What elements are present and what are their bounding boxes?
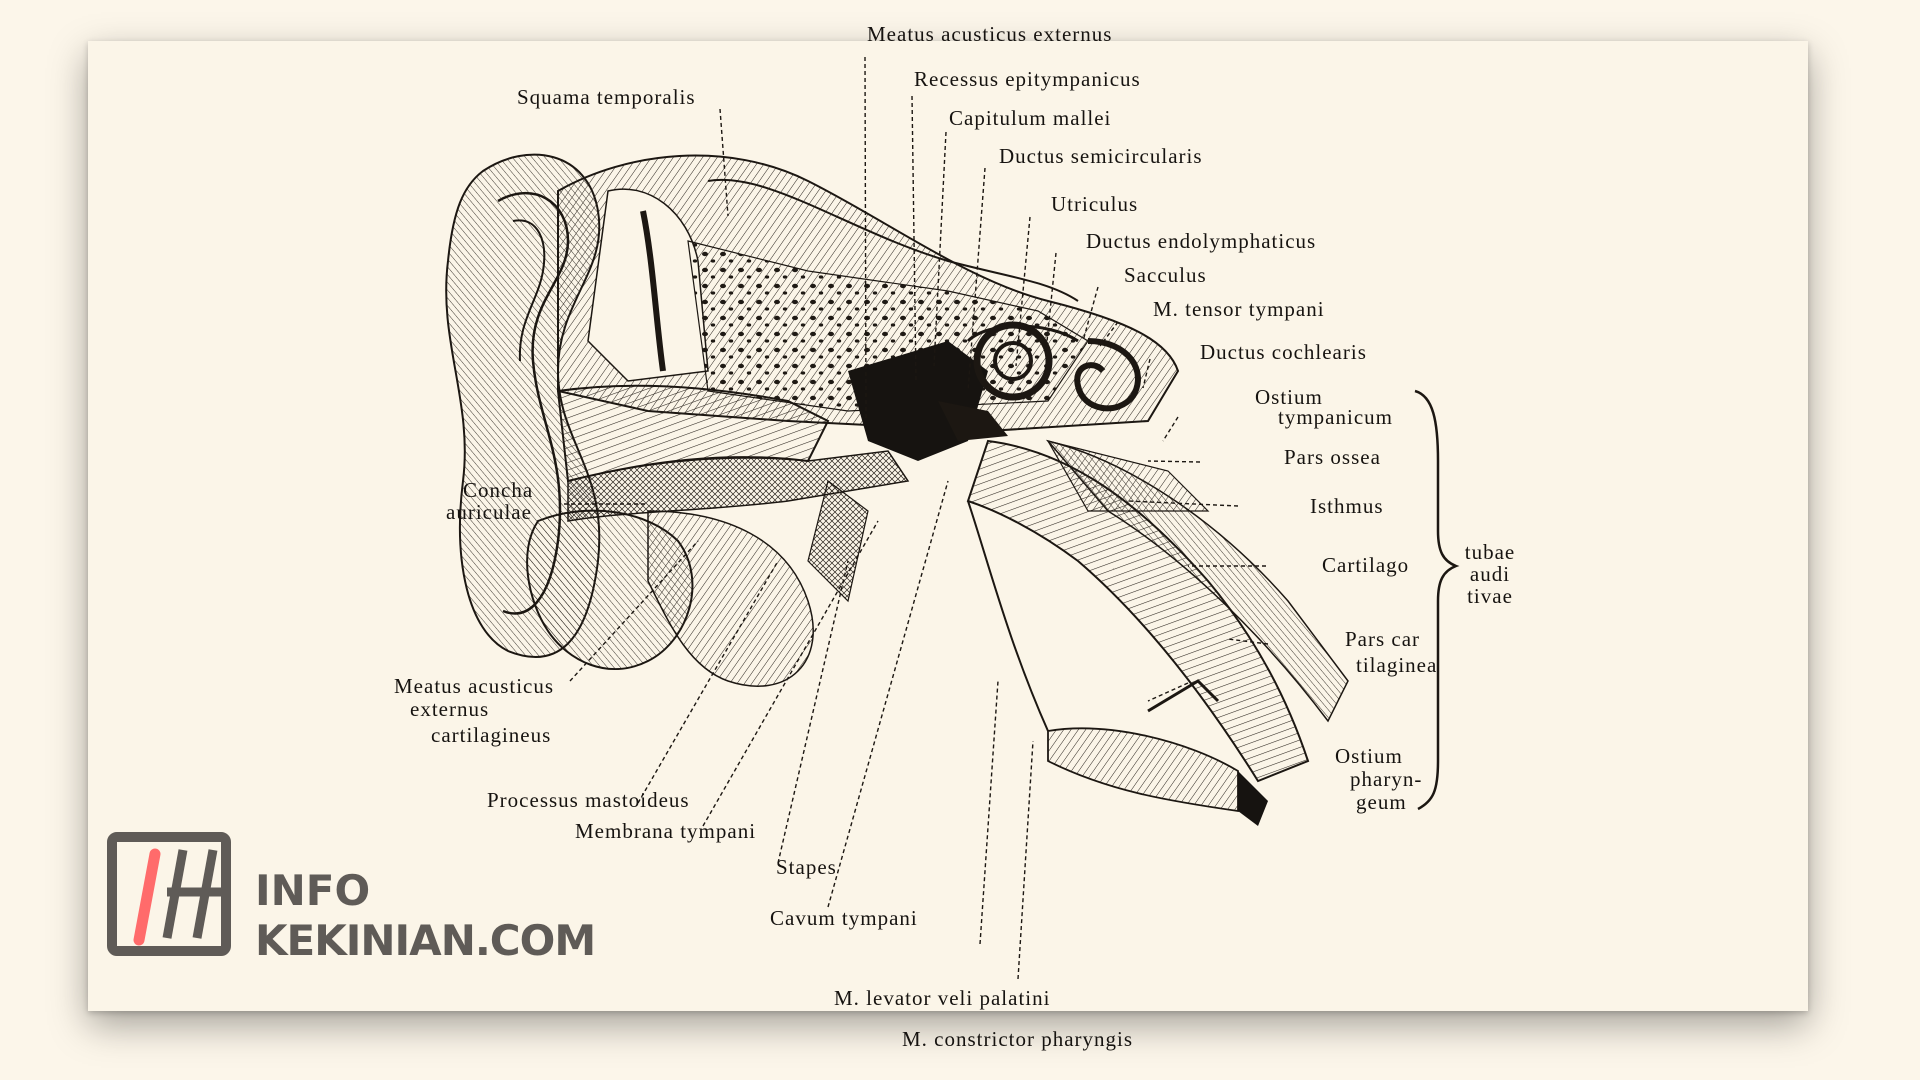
label-sacculus: Sacculus [1124,263,1207,287]
label-concha-line2: auriculae [446,500,532,524]
label-isthmus: Isthmus [1310,494,1384,518]
label-pars-ossea: Pars ossea [1284,445,1381,469]
label-ostium-pharyngeum-line2: pharyn- [1350,767,1423,791]
label-concha-line1: Concha [463,478,534,502]
label-ductus-endolymphaticus: Ductus endolymphaticus [1086,229,1317,253]
infokekinian-logo: INFO KEKINIAN.COM [107,832,627,972]
label-tubae-line1: tubae [1464,540,1516,564]
label-membrana-tympani: Membrana tympani [575,819,757,843]
label-ductus-cochlearis: Ductus cochlearis [1200,340,1367,364]
label-meatus-cartilagineus-line2: externus [410,697,490,721]
label-meatus-acusticus-externus: Meatus acusticus externus [867,22,1113,46]
label-processus-mastoideus: Processus mastoideus [487,788,690,812]
label-tubae-line2: audi [1469,562,1511,586]
label-stapes: Stapes [776,855,837,879]
label-tubae-line3: tivae [1467,584,1513,608]
label-recessus-epitympanicus: Recessus epitympanicus [914,67,1141,91]
label-ostium-pharyngeum-line1: Ostium [1335,744,1403,768]
label-cartilago: Cartilago [1322,553,1410,577]
label-meatus-cartilagineus-line3: cartilagineus [431,723,552,747]
label-cavum-tympani: Cavum tympani [770,906,918,930]
label-m-levator-veli-palatini: M. levator veli palatini [834,986,1051,1010]
logo-text-kekinian: KEKINIAN.COM [255,916,596,965]
label-m-tensor-tympani: M. tensor tympani [1153,297,1325,321]
brace-shape [1414,389,1460,811]
leader-lines [564,56,1269,980]
inner-ear-shape [848,321,1141,461]
label-ostium-tympanicum-line2: tympanicum [1278,405,1393,429]
label-ostium-tympanicum-line1: Ostium [1255,385,1323,409]
label-capitulum-mallei: Capitulum mallei [949,106,1112,130]
logo-box-icon [107,832,231,956]
label-utriculus: Utriculus [1051,192,1139,216]
label-m-constrictor-pharyngis: M. constrictor pharyngis [902,1027,1134,1051]
logo-text-info: INFO [255,866,371,915]
label-ostium-pharyngeum-line3: geum [1356,790,1407,814]
auditory-tube-shape [966,439,1349,826]
temporal-bone-shape [557,154,1180,433]
diagram-plate: Meatus acusticus externus Recessus epity… [88,23,1808,1011]
label-pars-cartilaginea-line1: Pars car [1345,627,1421,651]
mastoid-shape [526,479,869,687]
label-meatus-cartilagineus-line1: Meatus acusticus [394,674,555,698]
ear-anatomy-illustration [445,56,1460,980]
label-squama-temporalis: Squama temporalis [517,85,696,109]
label-ductus-semicircularis: Ductus semicircularis [999,144,1203,168]
label-pars-cartilaginea-line2: tilaginea [1356,653,1438,677]
